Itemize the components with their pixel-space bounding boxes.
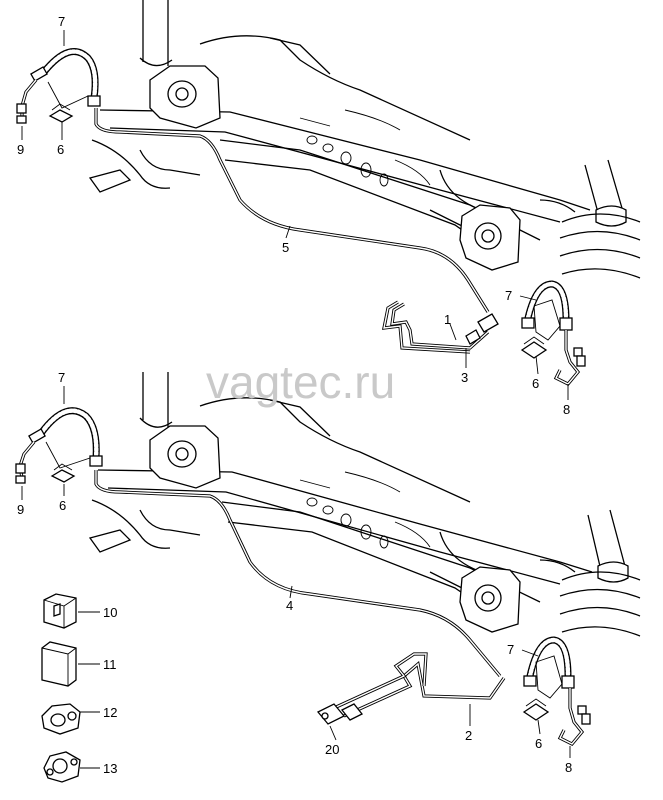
legend-parts xyxy=(41,593,81,783)
brake-pipe-5 xyxy=(94,108,490,313)
retaining-clip-6-top-right xyxy=(520,336,548,359)
brake-pipe-4 xyxy=(94,470,502,678)
pipe-connector-3 xyxy=(465,313,499,345)
shock-absorber-left-top xyxy=(139,0,173,67)
brake-hose-7-bottom-left xyxy=(15,407,103,484)
callout-top-hose-right: 7 xyxy=(505,288,512,303)
bracket-part-12 xyxy=(41,703,81,735)
callout-top-clip-right: 6 xyxy=(532,376,539,391)
bracket-part-10 xyxy=(43,593,77,629)
mount-bushing-right-bottom xyxy=(459,566,521,633)
shock-spring-right-bottom xyxy=(539,509,641,637)
axle-beam-top xyxy=(88,35,591,261)
callout-top-connector: 3 xyxy=(461,370,468,385)
callout-bottom-hose-right: 7 xyxy=(507,642,514,657)
callout-top-pipe-connector: 1 xyxy=(444,312,451,327)
callout-top-pipe: 5 xyxy=(282,240,289,255)
callout-top-hose-left: 7 xyxy=(58,14,65,29)
callout-legend-bracket-2: 11 xyxy=(103,657,117,672)
leader-lines xyxy=(21,30,571,769)
brake-hose-7-bottom-right xyxy=(523,636,591,746)
brake-hose-7-top-left xyxy=(16,48,101,124)
callout-bottom-pipe-2: 2 xyxy=(465,728,472,743)
callout-legend-bracket-1: 10 xyxy=(103,605,117,620)
callout-legend-bracket-4: 13 xyxy=(103,761,117,776)
brake-pipe-1 xyxy=(381,300,490,354)
brake-hose-7-top-right xyxy=(521,280,586,386)
top-assembly xyxy=(16,0,641,386)
callout-bottom-pipe: 4 xyxy=(286,598,293,613)
callout-labels: 7 9 6 5 7 1 3 6 8 7 9 6 4 7 20 2 6 8 10 … xyxy=(17,14,572,776)
callout-bottom-bleeder-right: 8 xyxy=(565,760,572,775)
bracket-part-13 xyxy=(43,751,81,783)
bottom-assembly xyxy=(15,372,641,746)
callout-bottom-pipe-clip: 20 xyxy=(325,742,339,757)
retaining-clip-6-bottom-left xyxy=(50,463,76,483)
callout-top-bleeder-right: 8 xyxy=(563,402,570,417)
pipe-clip-20 xyxy=(316,703,364,725)
brake-pipe-2 xyxy=(333,652,506,718)
mount-bushing-right-top xyxy=(459,204,521,271)
callout-bottom-clip-right: 6 xyxy=(535,736,542,751)
callout-top-clip-left: 6 xyxy=(57,142,64,157)
mount-bushing-left-bottom xyxy=(149,425,221,489)
callout-top-bleeder-left: 9 xyxy=(17,142,24,157)
callout-bottom-bleeder-left: 9 xyxy=(17,502,24,517)
retaining-clip-6-bottom-right xyxy=(522,698,550,721)
callout-legend-bracket-3: 12 xyxy=(103,705,117,720)
callout-bottom-hose-left: 7 xyxy=(58,370,65,385)
shock-absorber-left-bottom xyxy=(139,372,173,428)
mount-bushing-left-top xyxy=(149,65,221,129)
shock-spring-right-top xyxy=(539,159,641,279)
watermark-text: vagtec.ru xyxy=(206,356,395,408)
callout-bottom-clip-left: 6 xyxy=(59,498,66,513)
bracket-part-11 xyxy=(41,641,77,687)
